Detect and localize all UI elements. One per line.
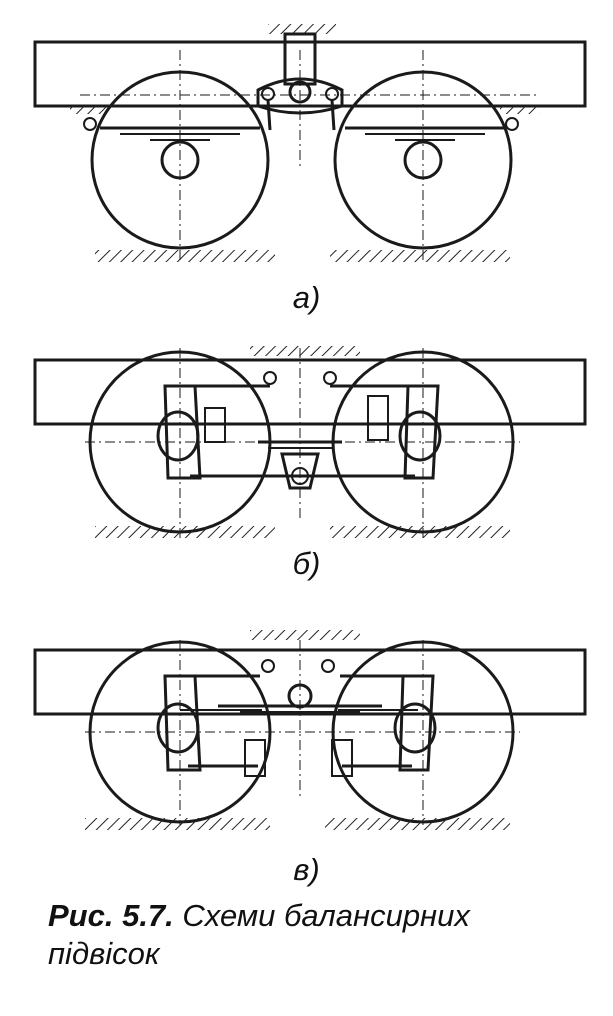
fixed-support-hatch (250, 346, 360, 356)
rail-hatch (85, 818, 270, 830)
hanger-pin (83, 117, 97, 131)
frame (33, 648, 587, 716)
diagram-c-label: в) (293, 852, 320, 887)
hanger-pin (323, 371, 337, 385)
hanger-pin (505, 117, 519, 131)
hanger-pin (261, 659, 275, 673)
equalizer-lever (398, 674, 435, 772)
equalizer-lever (163, 384, 202, 480)
rail-hatch (325, 818, 510, 830)
balancer-pivot (287, 683, 313, 709)
axlebox-left (156, 702, 200, 754)
diagram-c-drawing (33, 630, 587, 830)
diagram-b-drawing (33, 346, 587, 538)
diagram-b (0, 338, 613, 558)
balancer (280, 452, 320, 490)
diagram-b-label: б) (292, 546, 321, 581)
spring-bracket (244, 739, 266, 777)
balancer-pivot (291, 467, 309, 485)
frame (33, 40, 587, 108)
hanger (330, 99, 336, 131)
equalizer-lever (163, 674, 202, 772)
frame-hatch (500, 106, 540, 114)
rail-hatch (95, 250, 275, 262)
spring-bracket (331, 739, 353, 777)
axlebox-right (393, 702, 437, 754)
diagram-a-drawing (33, 24, 587, 262)
spring-bracket (204, 407, 226, 443)
figure-number: Рис. 5.7. (48, 898, 174, 933)
balancer-pivot (288, 80, 312, 104)
rail-hatch (330, 526, 510, 538)
diagram-a-label: а) (292, 280, 321, 315)
hanger-pin (263, 371, 277, 385)
diagram-a (0, 20, 613, 280)
frame (33, 358, 587, 426)
balancer-support (283, 32, 317, 86)
hanger-pin (261, 87, 275, 101)
rail-hatch (330, 250, 510, 262)
equalizer-lever (403, 384, 440, 480)
figure-caption-text: Схеми балансирних підвісок (48, 898, 470, 971)
hanger-pin (325, 87, 339, 101)
diagram-c (0, 620, 613, 845)
frame-hatch (70, 106, 110, 114)
spring-bracket (367, 395, 389, 441)
balancer (256, 77, 344, 115)
figure-caption: Рис. 5.7. Схеми балансирних підвісок (48, 897, 588, 973)
hanger-pin (321, 659, 335, 673)
fixed-support-hatch (268, 24, 336, 34)
axlebox-right (398, 410, 442, 462)
axlebox-left (156, 410, 200, 462)
hanger (266, 99, 272, 131)
rail-hatch (95, 526, 275, 538)
fixed-support-hatch (250, 630, 360, 640)
